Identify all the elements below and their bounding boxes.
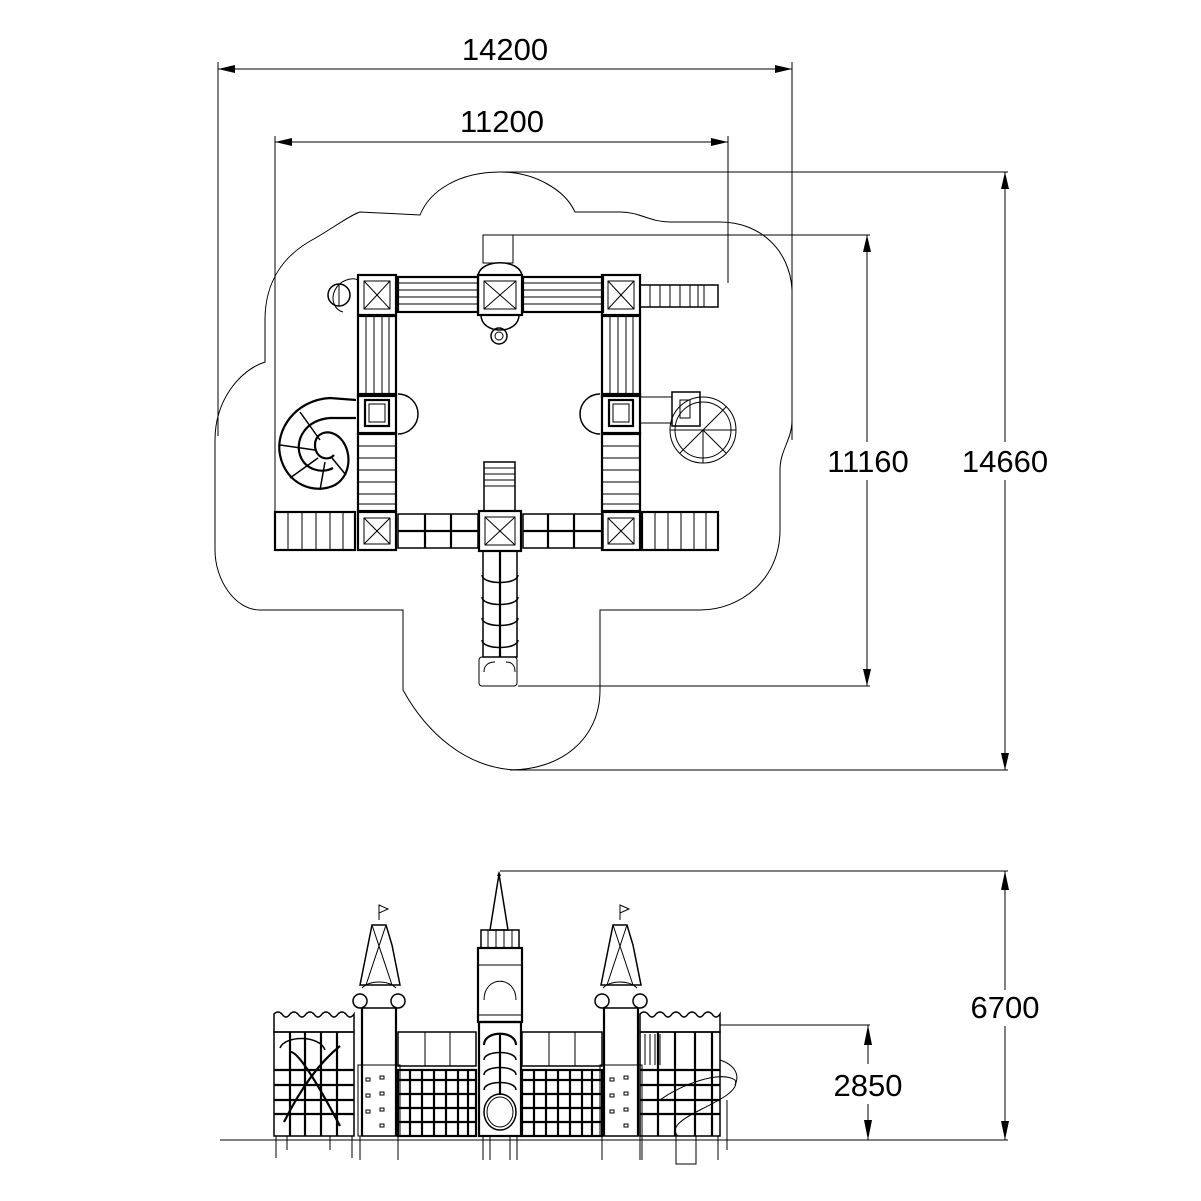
dim-label-overall-depth: 14660 [962,444,1048,479]
tower-bottom-center [477,509,523,553]
spiral-slide-left [278,396,357,491]
right-wall [639,1011,738,1165]
bridge-left-upper [356,314,398,398]
tower-top-center [476,234,524,345]
elevation-view: 6700 2850 [220,870,1040,1165]
dim-label-overall-width: 14200 [462,32,548,67]
dim-label-platform-height: 2850 [834,1068,903,1103]
spiral-slide-right [639,391,737,464]
tower-bottom-left [356,510,398,552]
ladder-left-lower [356,431,398,513]
tower-bottom-right [600,510,642,552]
dim-label-structure-depth: 11160 [827,444,909,479]
bridge-top-right [521,275,605,314]
straight-slide-top-right [639,284,719,308]
bridge-bottom-right [522,513,604,549]
left-flag-tower [352,904,406,1160]
dim-structure-depth: 11160 [512,234,909,687]
tower-top-left [356,273,398,317]
bridge-bottom-left [397,513,479,549]
right-net-panel [520,1031,604,1138]
dim-label-overall-height: 6700 [971,990,1040,1025]
left-net-panel [396,1031,478,1138]
tower-mid-right [579,392,642,436]
dim-overall-depth: 14660 [500,171,1048,771]
bridge-right-upper [600,314,642,398]
climbing-ramp [483,461,516,512]
dim-structure-width: 11200 [274,104,729,515]
bridge-outer-right [640,510,720,552]
left-wall [273,1011,355,1158]
safety-zone-outline [214,171,793,771]
tower-top-right [600,273,642,317]
plan-view: 14200 11200 11160 [214,32,1048,771]
bridge-top-left [396,275,480,314]
dim-overall-height: 6700 [500,870,1040,1140]
right-flag-tower [594,904,648,1160]
dim-overall-width: 14200 [217,32,793,440]
bridge-outer-left [273,510,357,552]
tube-slide-bottom [478,550,519,687]
ladder-right-lower [600,431,642,513]
central-spire-tower [476,871,524,1160]
tower-mid-left [356,392,419,436]
dim-platform-height: 2850 [720,1024,903,1140]
dim-label-structure-width: 11200 [460,104,544,139]
pole-climber-top-left [327,278,359,313]
